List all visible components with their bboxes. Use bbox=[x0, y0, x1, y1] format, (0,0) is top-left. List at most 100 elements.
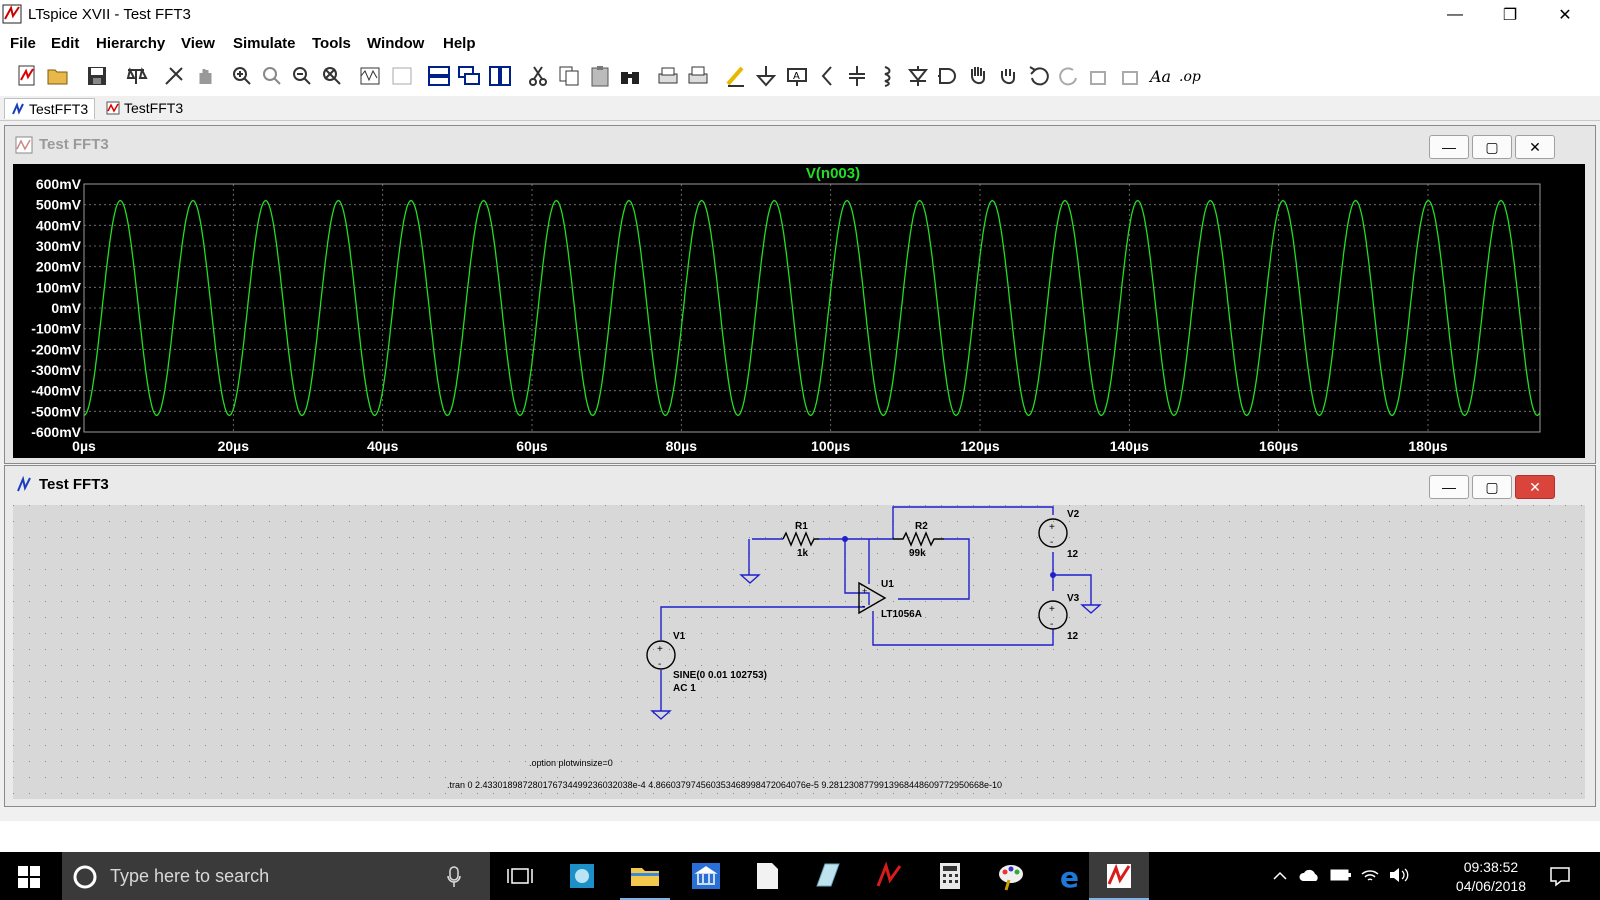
option-directive[interactable]: .option plotwinsize=0 bbox=[529, 758, 613, 768]
restore-button[interactable]: ❐ bbox=[1502, 7, 1518, 24]
print-preview-icon[interactable] bbox=[686, 64, 710, 88]
ground-icon[interactable] bbox=[754, 64, 778, 88]
inductor-icon[interactable] bbox=[875, 64, 899, 88]
waveform-close-button[interactable]: ✕ bbox=[1515, 135, 1555, 159]
component-icon[interactable] bbox=[936, 64, 960, 88]
waveform-plot[interactable]: V(n003) 600mV500mV400mV300mV200mV100mV0m… bbox=[13, 164, 1585, 458]
undo-icon[interactable] bbox=[1027, 64, 1051, 88]
source-v3[interactable]: +- V3 12 bbox=[1038, 593, 1080, 642]
waveform-icon bbox=[106, 101, 120, 115]
menu-view[interactable]: View bbox=[181, 35, 215, 52]
system-clock[interactable]: 09:38:52 04/06/2018 bbox=[1456, 858, 1526, 896]
chevron-up-icon[interactable] bbox=[1272, 868, 1288, 884]
trace-label[interactable]: V(n003) bbox=[806, 165, 860, 182]
close-button[interactable]: ✕ bbox=[1558, 7, 1572, 24]
resistor-icon[interactable] bbox=[815, 64, 839, 88]
mirror-icon[interactable] bbox=[1118, 64, 1142, 88]
battery-icon[interactable] bbox=[1330, 868, 1352, 882]
schematic-maximize-button[interactable]: ▢ bbox=[1472, 475, 1512, 499]
notes-app-icon[interactable] bbox=[811, 860, 845, 892]
cascade-icon[interactable] bbox=[457, 64, 481, 88]
tile-vertical-icon[interactable] bbox=[488, 64, 512, 88]
edge-browser-icon[interactable]: e bbox=[1055, 860, 1089, 892]
control-panel-icon[interactable] bbox=[124, 64, 148, 88]
diode-icon[interactable] bbox=[906, 64, 930, 88]
open-folder-icon[interactable] bbox=[46, 64, 70, 88]
find-icon[interactable] bbox=[618, 64, 642, 88]
new-schematic-icon[interactable] bbox=[15, 64, 39, 88]
spice-directive-icon[interactable]: .op bbox=[1178, 64, 1202, 88]
resistor-r2[interactable]: R2 99k bbox=[893, 521, 944, 559]
v2-value: 12 bbox=[1067, 549, 1079, 560]
move-icon[interactable] bbox=[966, 64, 990, 88]
volume-icon[interactable] bbox=[1388, 866, 1410, 884]
halt-icon[interactable] bbox=[193, 64, 217, 88]
wifi-icon[interactable] bbox=[1360, 866, 1380, 884]
label-net-icon[interactable]: A bbox=[785, 64, 809, 88]
pan-icon[interactable] bbox=[260, 64, 284, 88]
file-explorer-icon[interactable] bbox=[628, 860, 662, 892]
windows-start-icon[interactable] bbox=[18, 866, 40, 888]
taskbar-search[interactable]: Type here to search bbox=[62, 852, 490, 900]
menu-help[interactable]: Help bbox=[443, 35, 476, 52]
print-icon[interactable] bbox=[656, 64, 680, 88]
capacitor-icon[interactable] bbox=[845, 64, 869, 88]
zoom-out-icon[interactable] bbox=[290, 64, 314, 88]
run-icon[interactable] bbox=[162, 64, 186, 88]
autorange-icon[interactable] bbox=[358, 64, 382, 88]
document-app-icon[interactable] bbox=[750, 860, 784, 892]
resistor-r1[interactable]: R1 1k bbox=[782, 521, 819, 559]
waveform-maximize-button[interactable]: ▢ bbox=[1472, 135, 1512, 159]
grid-icon[interactable] bbox=[390, 64, 414, 88]
menu-hierarchy[interactable]: Hierarchy bbox=[96, 35, 166, 52]
source-v1[interactable]: +- V1 SINE(0 0.01 102753) AC 1 bbox=[646, 631, 767, 694]
zoom-in-icon[interactable] bbox=[230, 64, 254, 88]
menu-window[interactable]: Window bbox=[367, 35, 425, 52]
waveform-minimize-button[interactable]: — bbox=[1429, 135, 1469, 159]
minimize-button[interactable]: — bbox=[1447, 6, 1463, 23]
tab-waveform[interactable]: TestFFT3 bbox=[100, 98, 189, 118]
task-view-icon[interactable] bbox=[503, 860, 537, 892]
microphone-icon[interactable] bbox=[447, 866, 461, 888]
tile-horizontal-icon[interactable] bbox=[427, 64, 451, 88]
ltspice-active-task[interactable] bbox=[1089, 852, 1149, 900]
photos-app-icon[interactable] bbox=[565, 860, 599, 892]
copy-icon[interactable] bbox=[557, 64, 581, 88]
ground-symbol[interactable] bbox=[650, 710, 672, 720]
ground-symbol[interactable] bbox=[739, 574, 761, 584]
rotate-icon[interactable] bbox=[1088, 64, 1112, 88]
drag-icon[interactable] bbox=[996, 64, 1020, 88]
menu-file[interactable]: File bbox=[10, 35, 36, 52]
v3-value: 12 bbox=[1067, 631, 1079, 642]
window-title: LTspice XVII - Test FFT3 bbox=[28, 6, 191, 23]
draw-wire-icon[interactable] bbox=[724, 64, 748, 88]
source-v2[interactable]: +- V2 12 bbox=[1038, 509, 1080, 560]
tran-directive[interactable]: .tran 0 2.43301898728017673449923603203​… bbox=[447, 780, 1002, 790]
cloud-icon[interactable] bbox=[1298, 866, 1322, 884]
opamp-u1[interactable]: + - U1 LT1056A bbox=[858, 579, 922, 620]
schematic-canvas[interactable]: R1 1k R2 99k + - U1 LT1056A +- V2 bbox=[13, 505, 1585, 799]
ground-symbol[interactable] bbox=[1080, 604, 1102, 614]
bank-app-icon[interactable] bbox=[689, 860, 723, 892]
waveform-window-caption: Test FFT3 — ▢ ✕ bbox=[5, 126, 1595, 162]
menu-simulate[interactable]: Simulate bbox=[233, 35, 296, 52]
text-icon[interactable]: Aa bbox=[1148, 64, 1172, 88]
schematic-minimize-button[interactable]: — bbox=[1429, 475, 1469, 499]
tab-schematic[interactable]: TestFFT3 bbox=[4, 98, 96, 119]
redo-icon[interactable] bbox=[1057, 64, 1081, 88]
save-icon[interactable] bbox=[85, 64, 109, 88]
calculator-icon[interactable] bbox=[933, 860, 967, 892]
menu-tools[interactable]: Tools bbox=[312, 35, 351, 52]
schematic-close-button[interactable]: ✕ bbox=[1515, 475, 1555, 499]
paint-app-icon[interactable] bbox=[994, 860, 1028, 892]
zoom-fit-icon[interactable] bbox=[320, 64, 344, 88]
cut-icon[interactable] bbox=[526, 64, 550, 88]
menu-edit[interactable]: Edit bbox=[51, 35, 80, 52]
paste-icon[interactable] bbox=[588, 64, 612, 88]
ltspice-taskbar-icon[interactable] bbox=[872, 860, 906, 892]
trace-v-n003[interactable] bbox=[83, 200, 1541, 416]
schematic-window: Test FFT3 — ▢ ✕ R1 1k bbox=[4, 465, 1596, 807]
svg-text:+: + bbox=[657, 644, 663, 655]
notification-center-icon[interactable] bbox=[1548, 864, 1572, 888]
